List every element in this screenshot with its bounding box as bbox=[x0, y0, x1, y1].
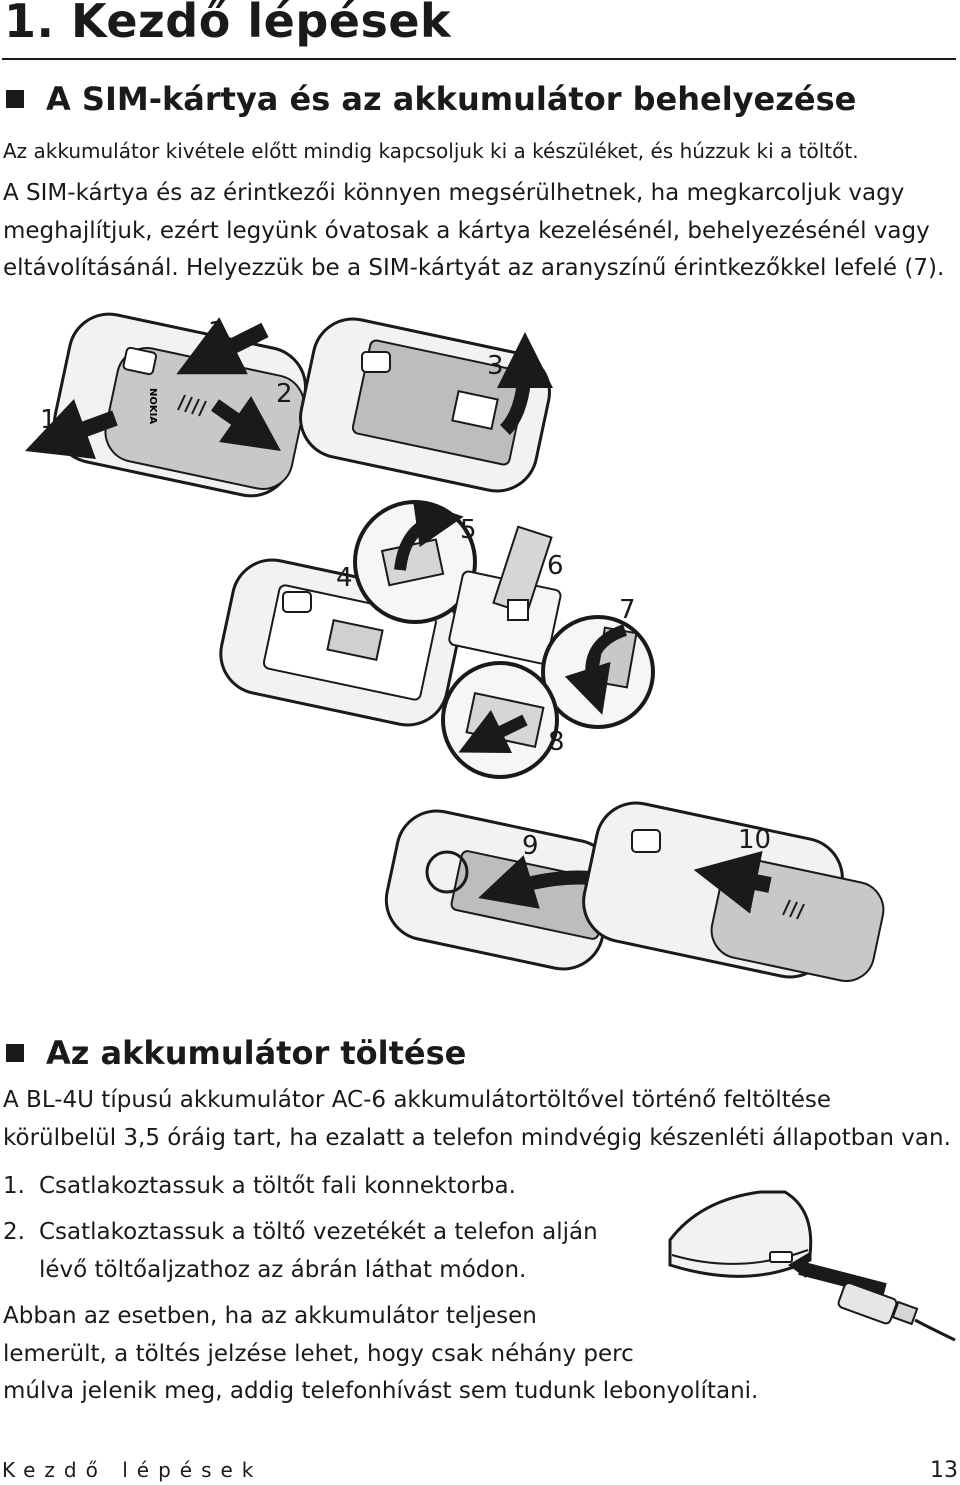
nokia-logo: NOKIA bbox=[147, 388, 158, 424]
bullet-square-icon bbox=[6, 90, 24, 108]
step-number: 1. bbox=[3, 1173, 25, 1199]
phone-cover-replace-icon bbox=[582, 801, 885, 982]
step-label: 1 bbox=[40, 405, 57, 435]
step-label: 3 bbox=[487, 351, 504, 381]
step-label: 8 bbox=[548, 727, 565, 757]
charging-step-1: 1. Csatlakoztassuk a töltőt fali konnekto… bbox=[3, 1168, 643, 1206]
battery-removal-note: Az akkumulátor kivétele előtt mindig kap… bbox=[3, 139, 859, 163]
charging-time-paragraph: A BL-4U típusú akkumulátor AC-6 akkumulá… bbox=[3, 1082, 958, 1157]
step-label: 9 bbox=[522, 831, 539, 861]
step-text: lévő töltőaljzathoz az ábrán láthat módo… bbox=[39, 1256, 527, 1283]
chapter-title: 1. Kezdő lépések bbox=[4, 0, 452, 48]
sim-care-paragraph: A SIM-kártya és az érintkezői könnyen me… bbox=[3, 175, 958, 288]
section-heading-charging: Az akkumulátor töltése bbox=[6, 1034, 466, 1072]
step-label: 10 bbox=[738, 825, 771, 855]
phone-bottom-icon bbox=[668, 1190, 813, 1278]
step-text: Csatlakoztassuk a töltőt fali konnektorb… bbox=[39, 1173, 516, 1199]
arrow-icon bbox=[798, 1261, 887, 1297]
detail-sim-insert bbox=[448, 525, 562, 665]
step-label: 4 bbox=[336, 563, 353, 593]
step-number: 2. bbox=[3, 1219, 25, 1245]
charger-plug-icon bbox=[837, 1281, 956, 1342]
paragraph-line: múlva jelenik meg, addig telefonhívást s… bbox=[3, 1378, 759, 1404]
section-heading-sim-text: A SIM-kártya és az akkumulátor behelyezé… bbox=[46, 80, 857, 118]
step-label: 7 bbox=[619, 595, 636, 625]
charger-illustration bbox=[660, 1180, 960, 1350]
step-text: Csatlakoztassuk a töltő vezetékét a tele… bbox=[39, 1219, 598, 1245]
section-heading-charging-text: Az akkumulátor töltése bbox=[46, 1034, 467, 1072]
step-label: 5 bbox=[460, 515, 477, 545]
paragraph-line: A SIM-kártya és az érintkezői könnyen me… bbox=[3, 180, 905, 206]
sim-battery-illustration: NOKIA 1 1 2 3 4 bbox=[0, 300, 960, 990]
step-label: 1 bbox=[208, 317, 225, 347]
paragraph-line: meghajlítjuk, ezért legyünk óvatosak a k… bbox=[3, 217, 930, 244]
page-number: 13 bbox=[930, 1458, 958, 1483]
paragraph-line: körülbelül 3,5 óráig tart, ha ezalatt a … bbox=[3, 1124, 951, 1151]
footer-section-title: Kezdő lépések bbox=[2, 1458, 263, 1482]
arrow-icon bbox=[176, 317, 269, 375]
phone-back-cover-icon: NOKIA bbox=[52, 312, 308, 498]
empty-battery-paragraph: Abban az esetben, ha az akkumulátor telj… bbox=[3, 1298, 803, 1411]
phone-battery-removal-icon bbox=[299, 317, 551, 493]
arrow-icon bbox=[210, 396, 281, 452]
bullet-square-icon bbox=[6, 1044, 24, 1062]
detail-circle-close-holder bbox=[541, 615, 655, 729]
arrow-icon bbox=[496, 332, 553, 435]
paragraph-line: lemerült, a töltés jelzése lehet, hogy c… bbox=[3, 1340, 634, 1367]
step-label: 6 bbox=[547, 551, 564, 581]
arrow-icon bbox=[24, 398, 118, 460]
chapter-divider bbox=[2, 58, 956, 60]
paragraph-line: A BL-4U típusú akkumulátor AC-6 akkumulá… bbox=[3, 1087, 832, 1113]
charging-step-2: 2. Csatlakoztassuk a töltő vezetékét a te… bbox=[3, 1214, 643, 1289]
section-heading-sim: A SIM-kártya és az akkumulátor behelyezé… bbox=[6, 80, 856, 118]
paragraph-line: eltávolításánál. Helyezzük be a SIM-kárt… bbox=[3, 255, 945, 281]
detail-circle-lock-holder bbox=[441, 661, 559, 779]
arrow-icon bbox=[478, 855, 591, 909]
arrow-icon bbox=[693, 850, 772, 914]
detail-circle-open-holder bbox=[353, 499, 477, 624]
step-label: 2 bbox=[276, 379, 293, 409]
paragraph-line: Abban az esetben, ha az akkumulátor telj… bbox=[3, 1303, 537, 1329]
